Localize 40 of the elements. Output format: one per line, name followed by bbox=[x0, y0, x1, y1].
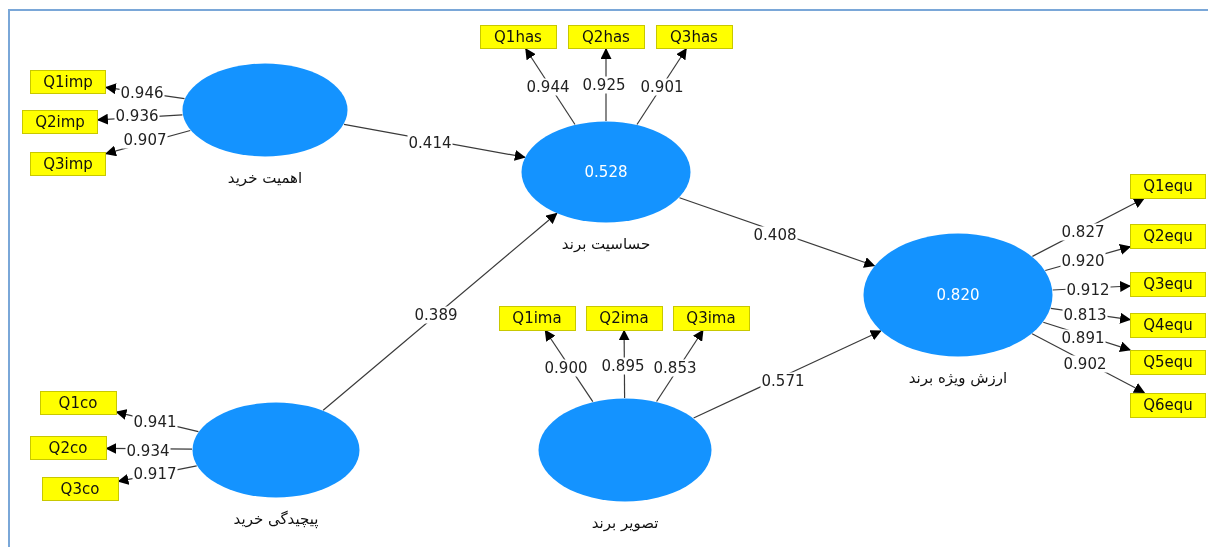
edge-label: 0.895 bbox=[600, 357, 646, 375]
indicator-box: Q6equ bbox=[1130, 392, 1206, 418]
indicator-box: Q2imp bbox=[22, 110, 98, 134]
edge-label: 0.827 bbox=[1060, 223, 1106, 241]
edge-label: 0.925 bbox=[581, 76, 627, 94]
indicator-box: Q2has bbox=[567, 25, 645, 49]
indicator-box: Q1ima bbox=[498, 305, 576, 331]
indicator-box: Q3co bbox=[41, 477, 119, 501]
r-squared-value: 0.820 bbox=[936, 286, 980, 304]
indicator-box: Q1co bbox=[39, 391, 117, 415]
indicator-box: Q2co bbox=[29, 436, 107, 460]
indicator-box: Q3equ bbox=[1130, 271, 1206, 297]
indicator-box: Q3has bbox=[655, 25, 733, 49]
construct-name: حساسیت برند bbox=[561, 235, 651, 253]
arrow bbox=[322, 212, 558, 411]
indicator-box: Q3imp bbox=[30, 152, 106, 176]
construct-name: ارزش ویژه برند bbox=[908, 369, 1008, 387]
edge-label: 0.907 bbox=[122, 131, 168, 149]
construct-name: تصویر برند bbox=[591, 514, 659, 532]
edge-label: 0.917 bbox=[132, 465, 178, 483]
indicator-box: Q2ima bbox=[585, 305, 663, 331]
edge-label: 0.900 bbox=[543, 359, 589, 377]
indicator-box: Q5equ bbox=[1130, 349, 1206, 375]
edge-label: 0.389 bbox=[413, 306, 459, 324]
edge-label: 0.571 bbox=[760, 372, 806, 390]
edge-label: 0.944 bbox=[525, 78, 571, 96]
construct-name: پیچیدگی خرید bbox=[233, 510, 319, 528]
indicator-box: Q4equ bbox=[1130, 312, 1206, 338]
indicator-box: Q1imp bbox=[30, 70, 106, 94]
indicator-box: Q3ima bbox=[672, 305, 750, 331]
edge-label: 0.901 bbox=[639, 78, 685, 96]
construct-name: اهمیت خرید bbox=[227, 169, 303, 187]
indicator-box: Q1has bbox=[479, 25, 557, 49]
edge-label: 0.920 bbox=[1060, 252, 1106, 270]
indicator-box: Q2equ bbox=[1130, 223, 1206, 249]
edge-label: 0.941 bbox=[132, 413, 178, 431]
edge-label: 0.853 bbox=[652, 359, 698, 377]
r-squared-value: 0.528 bbox=[584, 163, 628, 181]
edge-label: 0.902 bbox=[1062, 355, 1108, 373]
indicator-box: Q1equ bbox=[1130, 173, 1206, 199]
